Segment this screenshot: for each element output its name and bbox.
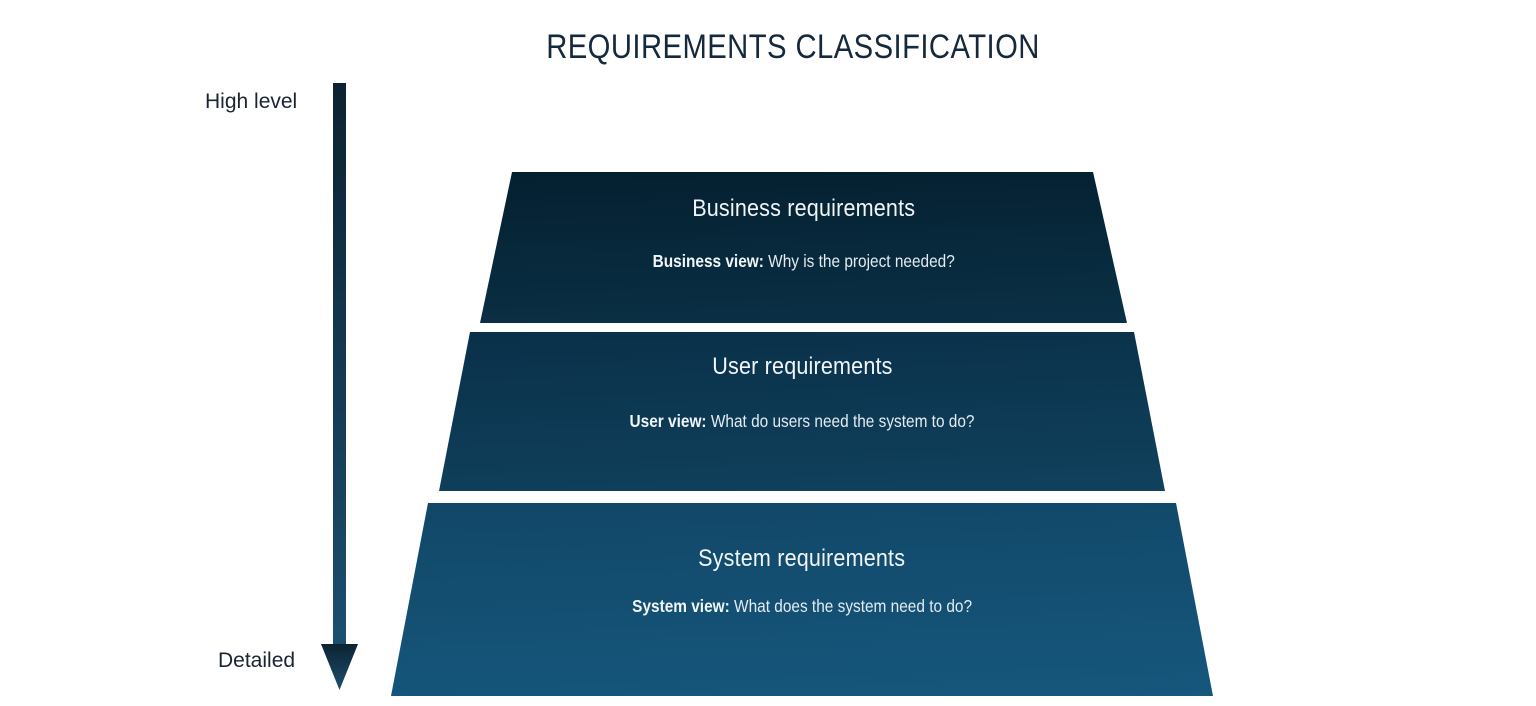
- layer-user-title: User requirements: [711, 353, 893, 380]
- layer-user-question: What do users need the system to do?: [706, 411, 975, 432]
- layer-system-view-label: System view:: [632, 596, 730, 617]
- down-arrow-icon: [321, 83, 358, 690]
- layer-business-subtitle: Business view: Why is the project needed…: [652, 251, 954, 271]
- layer-business-title: Business requirements: [692, 195, 915, 222]
- scale-label-high-level: High level: [205, 90, 298, 113]
- layer-system-subtitle: System view: What does the system need t…: [632, 596, 972, 616]
- layer-system-question: What does the system need to do?: [729, 596, 972, 617]
- layer-business-view-label: Business view:: [652, 251, 764, 272]
- layer-system-requirements: System requirements System view: What do…: [391, 503, 1213, 696]
- page-title: REQUIREMENTS CLASSIFICATION: [546, 28, 1040, 66]
- layer-system-title: System requirements: [698, 545, 906, 572]
- layer-user-requirements: User requirements User view: What do use…: [439, 332, 1165, 491]
- scale-label-detailed: Detailed: [218, 649, 296, 672]
- layer-user-subtitle: User view: What do users need the system…: [630, 411, 975, 431]
- layer-business-question: Why is the project needed?: [763, 251, 955, 272]
- layer-business-requirements: Business requirements Business view: Why…: [480, 172, 1127, 323]
- layer-user-view-label: User view:: [629, 411, 707, 432]
